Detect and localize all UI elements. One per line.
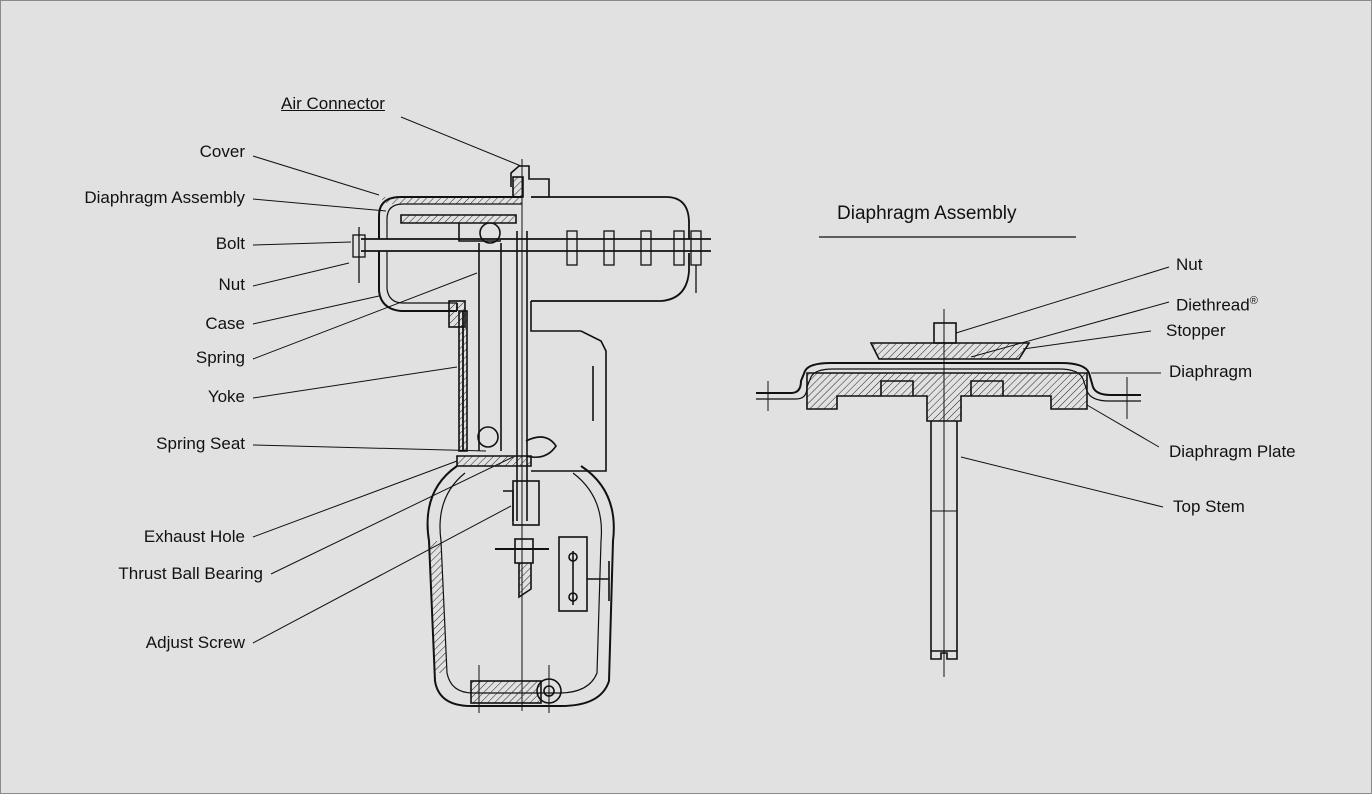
- label-diaphragm-assembly: Diaphragm Assembly: [84, 188, 245, 207]
- left-leader-lines: [252, 116, 522, 644]
- registered-mark: ®: [1249, 295, 1258, 307]
- label-diethread-text: Diethread: [1176, 295, 1250, 315]
- label-diaphragm-plate: Diaphragm Plate: [1169, 442, 1296, 461]
- label-stopper: Stopper: [1166, 321, 1226, 340]
- label-nut: Nut: [218, 275, 245, 294]
- label-cover: Cover: [199, 142, 245, 161]
- label-case: Case: [205, 314, 245, 333]
- actuator-drawing: [352, 159, 711, 713]
- label-top-stem: Top Stem: [1173, 497, 1245, 516]
- label-spring: Spring: [195, 348, 245, 367]
- label-adjust-screw: Adjust Screw: [145, 633, 245, 652]
- label-bolt: Bolt: [215, 234, 245, 253]
- label-thrust-ball-bearing: Thrust Ball Bearing: [118, 564, 263, 583]
- right-leader-lines: [955, 266, 1170, 508]
- diagram-title: Diaphragm Assembly: [837, 203, 1017, 224]
- label-yoke: Yoke: [207, 387, 245, 406]
- label-spring-seat: Spring Seat: [156, 434, 245, 453]
- label-diethread: Diethread®: [1176, 291, 1258, 316]
- label-right-nut: Nut: [1176, 255, 1203, 274]
- label-diaphragm: Diaphragm: [1169, 362, 1253, 381]
- label-exhaust-hole: Exhaust Hole: [143, 527, 245, 546]
- diaphragm-assembly-drawing: [756, 236, 1141, 677]
- label-air-connector: Air Connector: [281, 94, 385, 113]
